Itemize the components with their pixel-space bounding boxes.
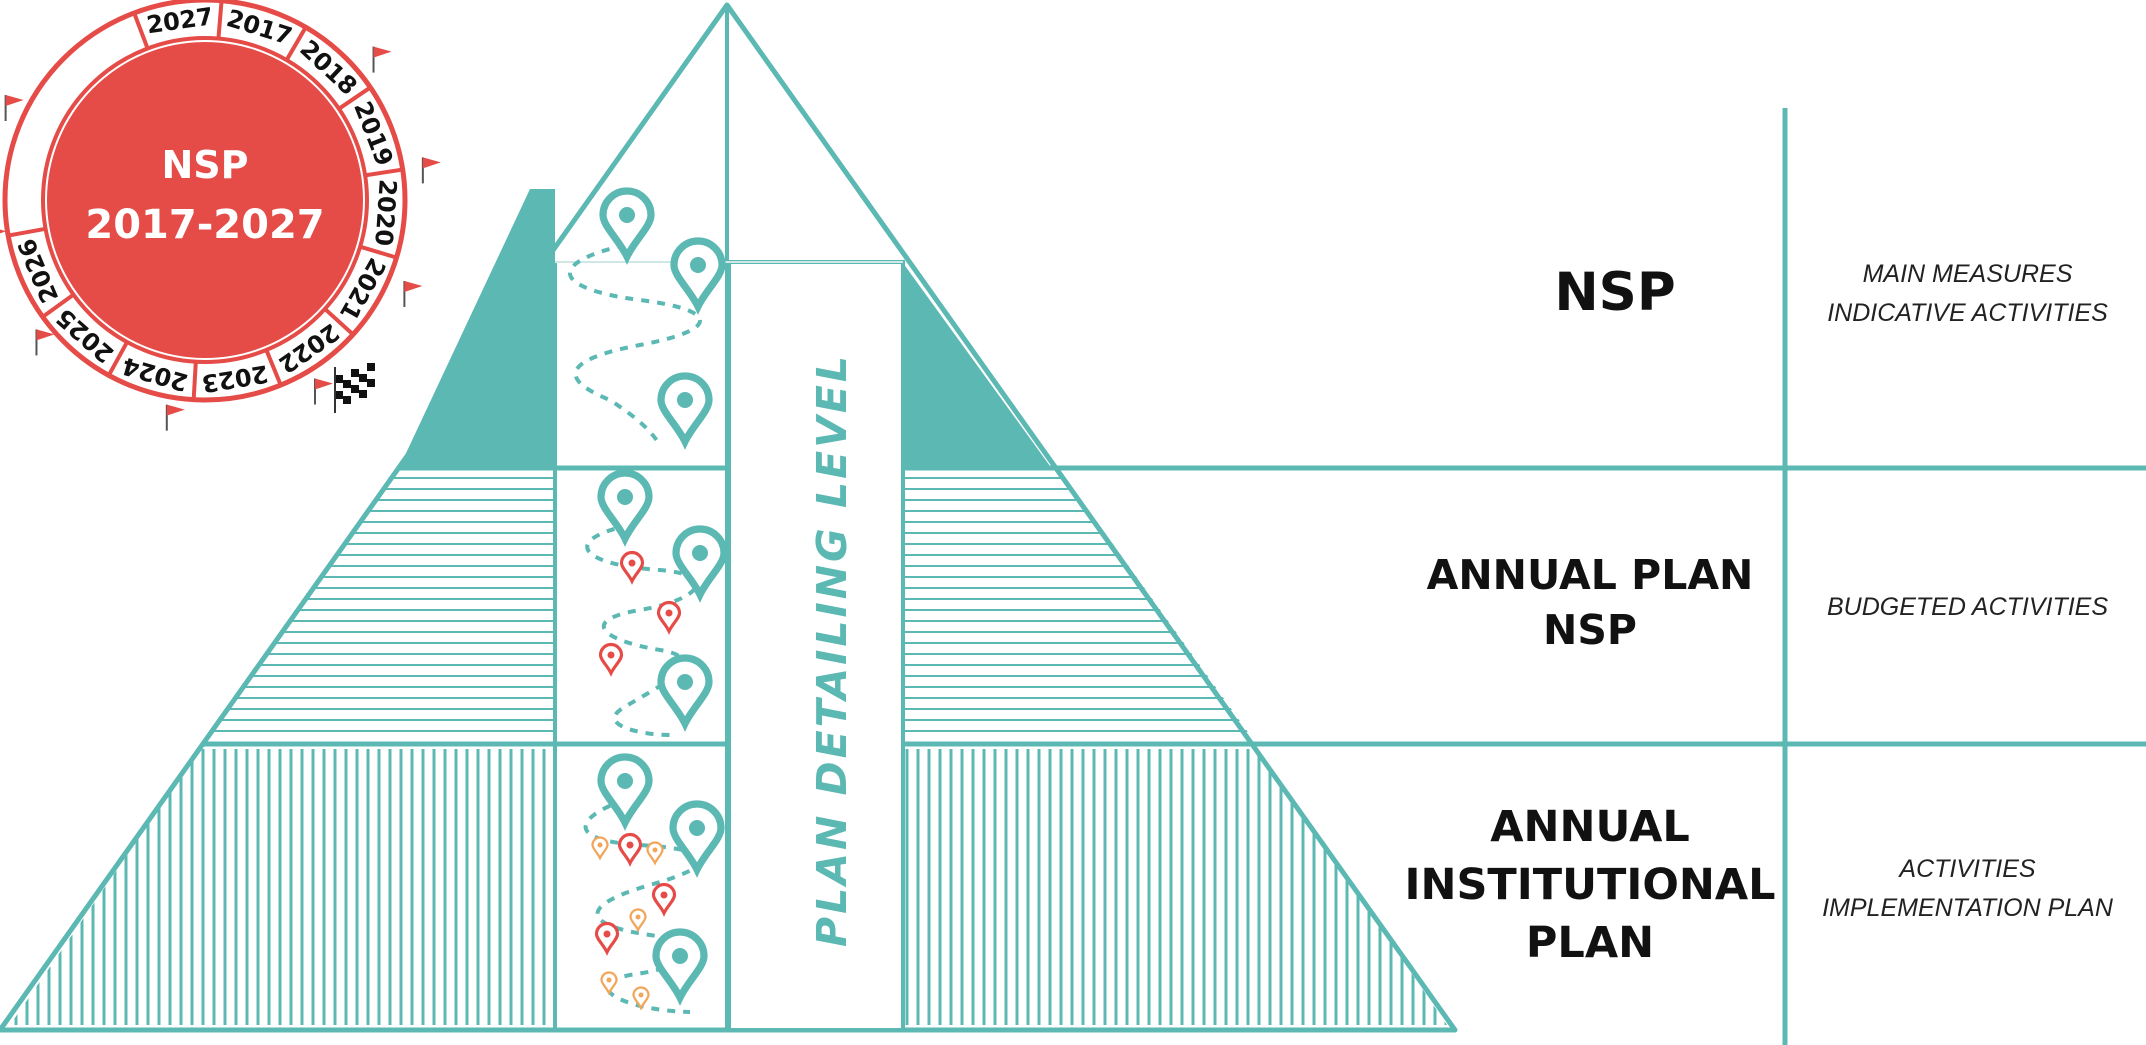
level-3-desc-line: ACTIVITIES bbox=[1899, 855, 2036, 883]
map-pin-icon bbox=[619, 551, 645, 585]
level-1-desc-line: INDICATIVE ACTIVITIES bbox=[1827, 298, 2108, 327]
year-segment-divider bbox=[284, 26, 308, 62]
red-flag-icon bbox=[403, 280, 423, 307]
map-pin-icon bbox=[646, 841, 664, 866]
map-pin-icon bbox=[597, 753, 653, 831]
red-flag-icon bbox=[372, 46, 392, 73]
year-segment-divider bbox=[323, 307, 355, 336]
map-pin-icon bbox=[599, 187, 655, 265]
year-segment-divider bbox=[337, 85, 372, 111]
level-2-title: ANNUAL PLAN NSP bbox=[1395, 548, 1785, 659]
level-3-description: ACTIVITIES IMPLEMENTATION PLAN bbox=[1795, 850, 2140, 928]
tier-1-fill-left bbox=[400, 189, 555, 466]
level-2-desc-line: BUDGETED ACTIVITIES bbox=[1826, 593, 2109, 621]
map-pin-icon bbox=[657, 372, 713, 450]
map-pin-icon bbox=[617, 833, 643, 867]
level-1-title-line: NSP bbox=[1554, 262, 1676, 323]
year-segment-divider bbox=[107, 341, 129, 377]
checkered-flag-icon bbox=[334, 363, 375, 413]
map-pin-icon bbox=[672, 525, 728, 603]
red-flag-icon bbox=[421, 157, 441, 184]
tier-2-fill-right bbox=[905, 473, 1250, 735]
level-2-description: BUDGETED ACTIVITIES bbox=[1795, 588, 2140, 627]
map-pin-icon bbox=[629, 908, 647, 933]
red-flag-icon bbox=[0, 229, 7, 234]
level-1-description: MAIN MEASURES INDICATIVE ACTIVITIES bbox=[1795, 255, 2140, 333]
level-2-title-line: ANNUAL PLAN bbox=[1426, 551, 1754, 599]
dashed-route-icon bbox=[583, 798, 704, 1014]
red-flag-icon bbox=[4, 95, 24, 122]
dashed-route-icon bbox=[585, 523, 699, 737]
map-pin-icon bbox=[597, 469, 653, 547]
axis-column-box bbox=[727, 260, 905, 1032]
red-flag-icon bbox=[165, 404, 185, 431]
year-segment-divider bbox=[41, 293, 75, 319]
tier-3-fill-right bbox=[905, 749, 1447, 1025]
red-flag-icon bbox=[35, 329, 55, 356]
badge-period: 2017-2027 bbox=[85, 202, 324, 248]
level-3-title-line: ANNUAL bbox=[1490, 802, 1690, 852]
map-pin-icon bbox=[670, 237, 726, 315]
year-segment-divider bbox=[359, 244, 398, 260]
level-3-desc-line: IMPLEMENTATION PLAN bbox=[1822, 893, 2113, 922]
year-segment-divider bbox=[264, 349, 283, 386]
tier-3-fill-left bbox=[10, 749, 553, 1025]
map-pin-icon bbox=[657, 654, 713, 732]
map-pin-icon bbox=[656, 601, 682, 635]
year-segment-divider bbox=[7, 226, 46, 238]
level-3-title: ANNUAL INSTITUTIONAL PLAN bbox=[1395, 798, 1785, 972]
level-1-title: NSP bbox=[1460, 257, 1770, 329]
map-pin-icon bbox=[600, 971, 618, 996]
map-pin-icon bbox=[669, 800, 725, 878]
level-3-title-line: PLAN bbox=[1525, 918, 1655, 969]
level-3-title-line: INSTITUTIONAL bbox=[1404, 860, 1776, 911]
map-pin-icon bbox=[632, 986, 650, 1011]
level-1-desc-line: MAIN MEASURES bbox=[1862, 260, 2073, 288]
map-pin-icon bbox=[591, 836, 609, 861]
tier-2-fill-left bbox=[210, 473, 553, 735]
map-pin-icon bbox=[594, 922, 620, 956]
red-flag-icon bbox=[314, 378, 333, 405]
year-segment-divider bbox=[216, 0, 224, 39]
plan-detailing-level-label: PLAN DETAILING LEVEL bbox=[808, 353, 856, 947]
tier-1-fill-right bbox=[903, 263, 1050, 466]
year-segment-divider bbox=[191, 361, 198, 400]
badge-title: NSP bbox=[161, 143, 248, 187]
map-pin-icon bbox=[651, 883, 677, 917]
map-pin-icon bbox=[598, 643, 624, 677]
year-segment-divider bbox=[364, 167, 403, 178]
map-pin-icon bbox=[652, 928, 708, 1006]
level-2-title-line: NSP bbox=[1543, 606, 1637, 655]
year-segment-divider bbox=[132, 12, 150, 50]
year-label: 2020 bbox=[369, 178, 402, 247]
